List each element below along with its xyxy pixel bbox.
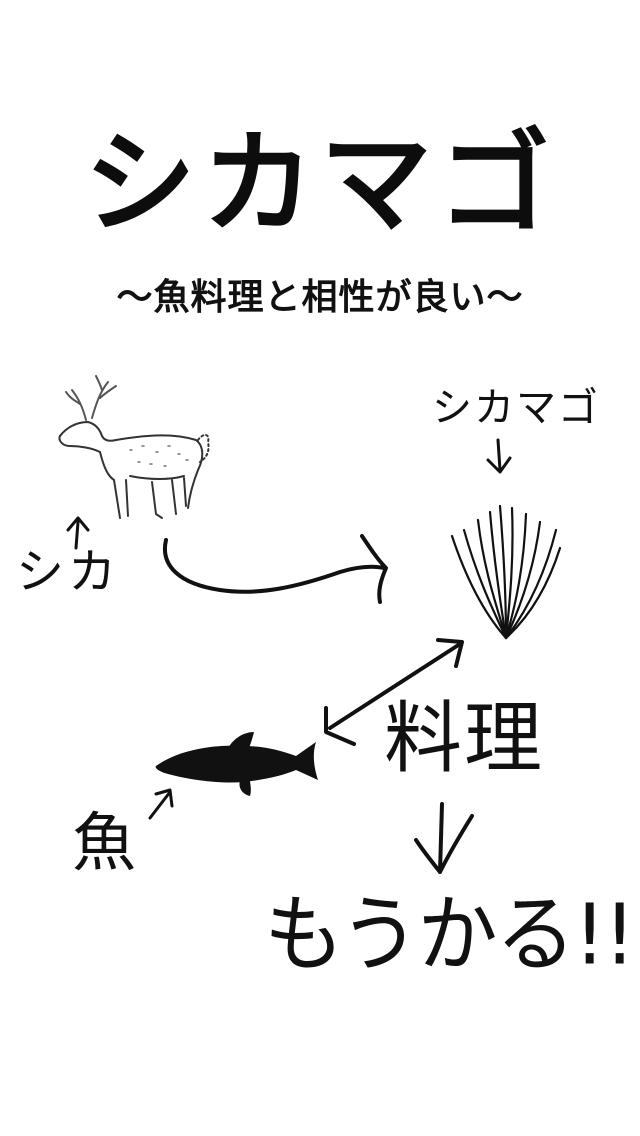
curved-arrow-icon (162, 538, 386, 594)
fish-icon (155, 732, 318, 796)
seaweed-icon (450, 504, 562, 640)
double-arrow-icon (328, 642, 462, 730)
label-profit: もうかる!! (264, 885, 636, 984)
up-arrow-icon (148, 788, 174, 820)
label-fish: 魚 (72, 807, 136, 881)
label-cooking: 料理 (384, 694, 545, 784)
poster-subtitle: 〜魚料理と相性が良い〜 (116, 277, 524, 318)
poster-title: シカマゴ (84, 119, 556, 249)
deer-icon (58, 375, 210, 519)
up-arrow-icon (66, 516, 90, 550)
label-deer: シカ (16, 544, 121, 600)
down-arrow-icon (414, 802, 474, 874)
label-shikamago: シカマゴ (432, 385, 600, 431)
arrows (66, 438, 512, 874)
down-arrow-icon (486, 438, 512, 474)
